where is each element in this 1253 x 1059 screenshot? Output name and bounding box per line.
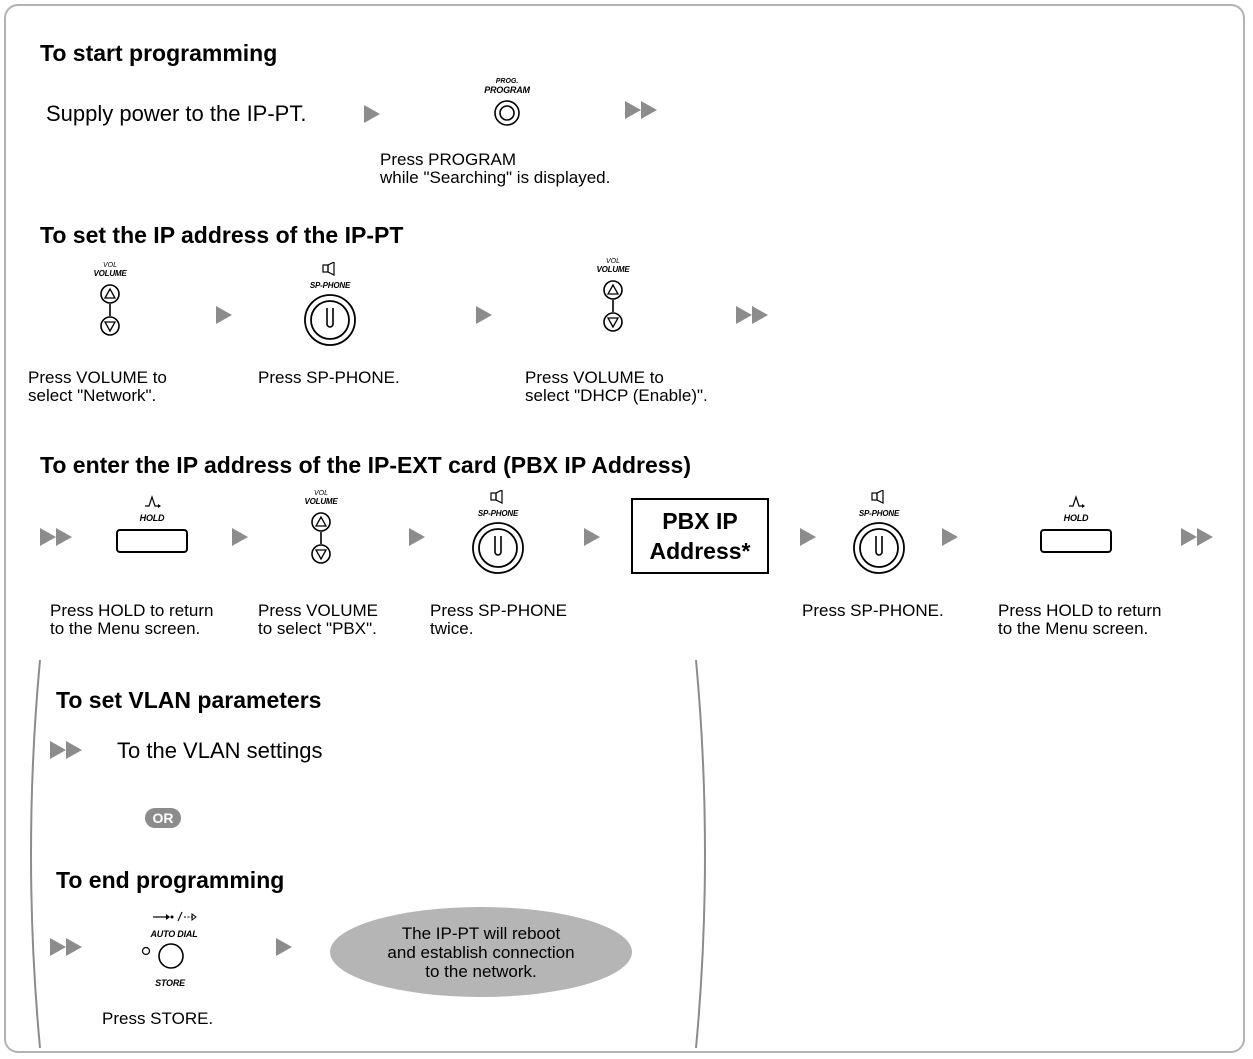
arrow-right-icon [584, 528, 600, 546]
hold-button [116, 529, 188, 553]
pbx-ip-address-box: PBX IP Address* [631, 498, 769, 574]
double-arrow-icon [736, 306, 768, 324]
double-arrow-icon [40, 528, 72, 546]
caption-spphone: Press SP-PHONE. [802, 601, 944, 620]
spphone-key-label: SP-PHONE [309, 281, 351, 290]
speaker-icon [490, 489, 503, 504]
hold-button [1040, 529, 1112, 553]
spphone-key[interactable]: SP-PHONE [458, 489, 538, 583]
supply-power-text: Supply power to the IP-PT. [46, 101, 307, 126]
store-label: STORE [155, 978, 185, 988]
section-title-vlan: To set VLAN parameters [56, 687, 322, 713]
arrow-right-icon [232, 528, 248, 546]
store-button-icon [141, 943, 184, 969]
caption-volume-network: Press VOLUME to select "Network". [28, 368, 167, 405]
spphone-button-icon [304, 294, 356, 346]
speaker-icon [871, 489, 884, 504]
store-key[interactable]: AUTO DIAL STORE [133, 910, 215, 988]
caption-spphone: Press SP-PHONE. [258, 368, 400, 387]
hold-key-label: HOLD [139, 513, 165, 523]
speaker-icon [322, 261, 335, 276]
double-arrow-icon [625, 101, 657, 119]
section-title-pbx-ip: To enter the IP address of the IP-EXT ca… [40, 452, 691, 478]
caption-volume-pbx: Press VOLUME to select "PBX". [258, 601, 378, 638]
volume-key-label: VOLUME [596, 265, 630, 274]
section-title-end: To end programming [56, 867, 285, 893]
program-button-icon [494, 100, 520, 126]
vlan-settings-text: To the VLAN settings [117, 738, 323, 763]
spphone-key[interactable]: SP-PHONE [839, 489, 919, 583]
arrow-right-icon [476, 306, 492, 324]
volume-key[interactable]: VOL VOLUME [291, 490, 351, 591]
program-key-top-label: PROG. [495, 78, 519, 85]
or-badge: OR [145, 808, 181, 828]
volume-key-top-label: VOL [102, 262, 117, 269]
hold-icon [1069, 495, 1085, 508]
volume-key-label: VOLUME [93, 269, 127, 278]
hold-key[interactable]: HOLD [114, 494, 190, 553]
caption-volume-dhcp: Press VOLUME to select "DHCP (Enable)". [525, 368, 708, 405]
arrow-right-icon [409, 528, 425, 546]
volume-key[interactable]: VOL VOLUME [80, 262, 140, 363]
section-title-start: To start programming [40, 40, 278, 66]
spphone-button-icon [853, 522, 905, 574]
spphone-button-icon [472, 522, 524, 574]
volume-updown-icon [311, 512, 331, 564]
arrow-right-icon [216, 306, 232, 324]
hold-key[interactable]: HOLD [1038, 494, 1114, 553]
program-key[interactable]: PROG. PROGRAM [472, 78, 542, 134]
arrow-right-icon [942, 528, 958, 546]
program-key-label: PROGRAM [484, 85, 530, 95]
section-title-set-ip: To set the IP address of the IP-PT [40, 222, 404, 248]
caption-hold-return: Press HOLD to return to the Menu screen. [50, 601, 214, 638]
arrow-right-icon [276, 938, 292, 956]
hold-icon [145, 495, 161, 508]
volume-key-top-label: VOL [605, 258, 620, 265]
caption-press-store: Press STORE. [102, 1009, 214, 1028]
volume-updown-icon [100, 284, 120, 336]
reboot-note-bubble: The IP-PT will reboot and establish conn… [330, 907, 632, 997]
autodial-store-icon [153, 911, 197, 922]
left-bracket [30, 659, 41, 1049]
spphone-key-label: SP-PHONE [858, 509, 900, 518]
arrow-right-icon [800, 528, 816, 546]
double-arrow-icon [50, 741, 82, 759]
hold-key-label: HOLD [1063, 513, 1089, 523]
volume-key-top-label: VOL [313, 490, 328, 497]
autodial-label: AUTO DIAL [150, 929, 198, 939]
volume-updown-icon [603, 280, 623, 332]
arrow-right-icon [364, 105, 380, 123]
double-arrow-icon [50, 938, 82, 956]
caption-hold-return: Press HOLD to return to the Menu screen. [998, 601, 1162, 638]
spphone-key-label: SP-PHONE [477, 509, 519, 518]
double-arrow-icon [1181, 528, 1213, 546]
spphone-key[interactable]: SP-PHONE [290, 261, 370, 355]
caption-spphone-twice: Press SP-PHONE twice. [430, 601, 567, 638]
diagram-frame [4, 4, 1245, 1053]
volume-key[interactable]: VOL VOLUME [583, 258, 643, 359]
volume-key-label: VOLUME [304, 497, 338, 506]
caption-press-program: Press PROGRAM while "Searching" is displ… [380, 150, 611, 187]
right-bracket [695, 659, 706, 1049]
